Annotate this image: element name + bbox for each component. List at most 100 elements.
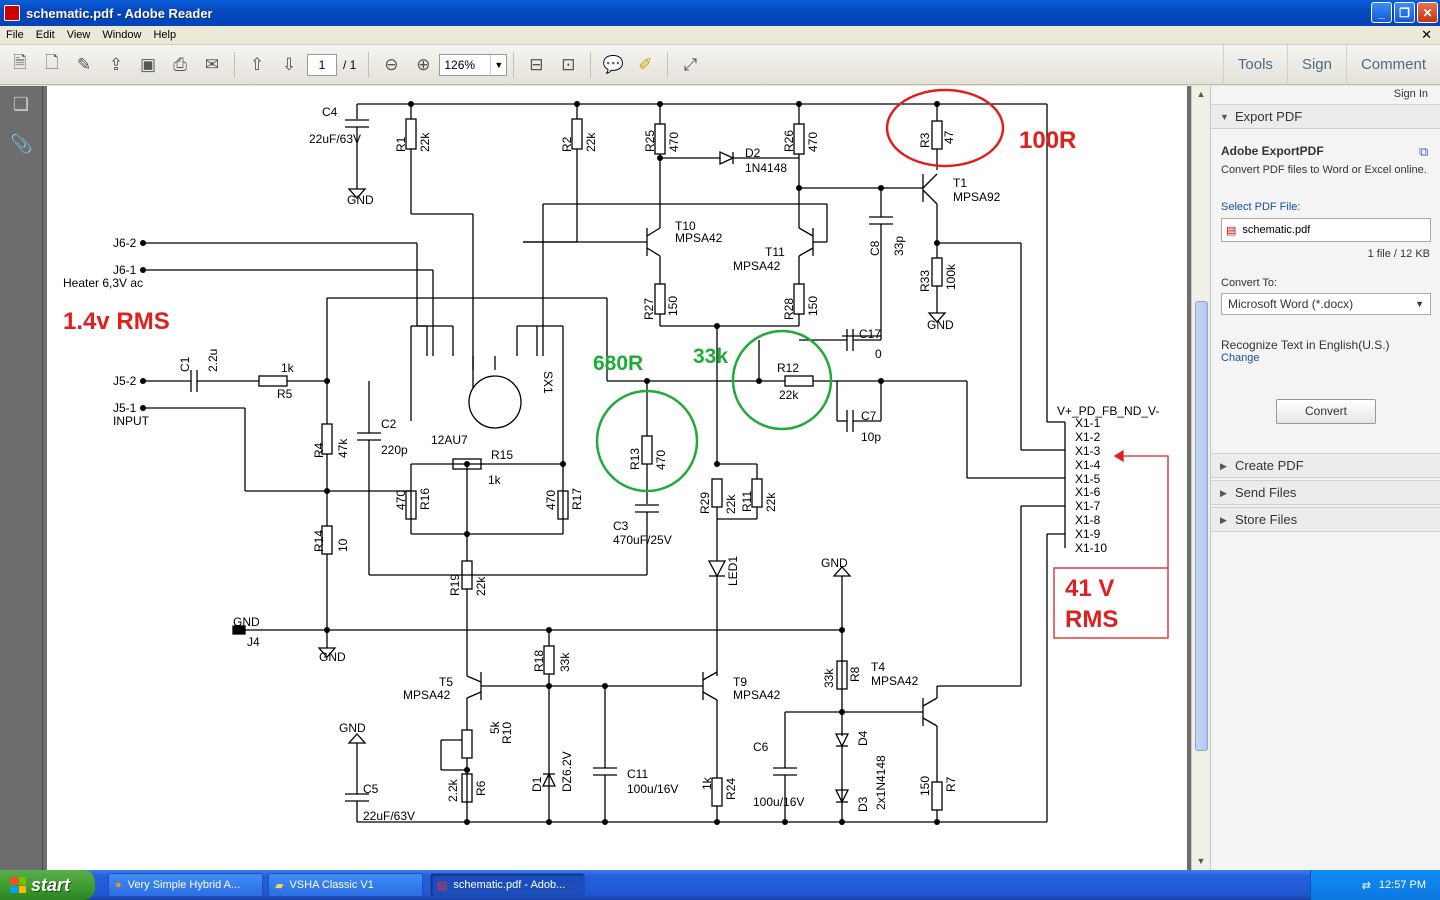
scroll-down-icon[interactable]: ▼ xyxy=(1196,856,1206,866)
change-language-link[interactable]: Change xyxy=(1221,352,1260,364)
store-files-header[interactable]: ▶ Store Files xyxy=(1211,507,1440,532)
label-c11: C11 xyxy=(627,767,648,781)
label-r10: R10 xyxy=(500,722,514,744)
close-document-icon[interactable]: ✕ xyxy=(1421,27,1432,42)
label-r5-value: 1k xyxy=(281,361,295,375)
label-r17-value: 470 xyxy=(544,490,558,510)
start-button[interactable]: start xyxy=(0,870,95,900)
store-files-title: Store Files xyxy=(1235,512,1298,527)
triangle-down-icon: ▼ xyxy=(1220,112,1229,122)
zoom-value: 126% xyxy=(444,57,476,72)
label-d2: D2 xyxy=(745,146,761,160)
network-icon[interactable]: ⇄ xyxy=(1361,879,1371,892)
tools-pane-button[interactable]: Tools xyxy=(1222,45,1287,85)
label-j6-1: J6-1 xyxy=(113,263,137,277)
label-gnd-j4: GND xyxy=(233,615,260,629)
label-t11-value: MPSA42 xyxy=(733,259,781,273)
maximize-button[interactable]: ❐ xyxy=(1394,2,1415,23)
close-button[interactable]: ✕ xyxy=(1417,2,1438,23)
attachments-icon[interactable]: 📎 xyxy=(10,134,33,154)
edit-pdf-icon[interactable]: ✎ xyxy=(76,54,92,74)
label-t4-value: MPSA42 xyxy=(871,674,919,688)
label-r28: R28 xyxy=(782,298,796,320)
zoom-in-icon[interactable]: ⊕ xyxy=(416,54,431,74)
label-r15-value: 1k xyxy=(488,473,502,487)
zoom-out-icon[interactable]: ⊖ xyxy=(384,54,399,74)
menu-file[interactable]: File xyxy=(6,29,24,41)
next-page-icon[interactable]: ⇩ xyxy=(281,54,297,74)
menu-window[interactable]: Window xyxy=(102,29,142,41)
clock[interactable]: 12:57 PM xyxy=(1378,879,1426,891)
file-name: schematic.pdf xyxy=(1242,224,1311,236)
label-c5: C5 xyxy=(363,782,379,796)
previous-page-icon[interactable]: ⇧ xyxy=(249,54,265,74)
label-j5-1: J5-1 xyxy=(113,401,137,415)
comment-icon[interactable]: 💬 xyxy=(602,54,624,74)
zoom-select[interactable]: 126% ▼ xyxy=(439,53,508,76)
label-d2-value: 1N4148 xyxy=(745,161,787,175)
taskbar-item-label: VSHA Classic V1 xyxy=(289,879,374,891)
taskbar-item-adobe-reader[interactable]: ▤ schematic.pdf - Adob... xyxy=(430,873,585,897)
export-info-icon[interactable]: ⧉ xyxy=(1419,144,1429,159)
scroll-thumb[interactable] xyxy=(1195,301,1208,751)
label-r1: R1 xyxy=(394,136,408,152)
page-thumbnails-icon[interactable]: ❏ xyxy=(12,94,30,114)
left-navigation-pane: ❏ 📎 xyxy=(0,86,43,870)
create-pdf-from-file-icon[interactable]: 🗋 xyxy=(45,53,59,72)
label-r25-value: 470 xyxy=(667,132,681,152)
export-pdf-header[interactable]: ▼ Export PDF xyxy=(1211,104,1440,129)
label-r7: R7 xyxy=(944,776,958,792)
label-r8-value: 33k xyxy=(822,668,836,688)
annotation-100r: 100R xyxy=(1019,127,1076,154)
sign-in-link[interactable]: Sign In xyxy=(1393,88,1428,100)
full-screen-icon[interactable]: ⤢ xyxy=(683,54,698,74)
scroll-up-icon[interactable]: ▲ xyxy=(1196,89,1206,99)
label-j4: J4 xyxy=(247,635,260,649)
print-icon[interactable]: ⎙ xyxy=(173,54,187,74)
label-c2-value: 220p xyxy=(381,443,408,457)
fit-width-icon[interactable]: ⊡ xyxy=(561,54,576,74)
menu-edit[interactable]: Edit xyxy=(35,29,55,41)
annotation-41v: 41 V xyxy=(1065,575,1114,602)
label-d3-value: 2x1N4148 xyxy=(874,755,888,810)
firefox-icon: ● xyxy=(115,879,122,891)
label-r1-value: 22k xyxy=(418,132,432,152)
taskbar-item-folder[interactable]: ▰ VSHA Classic V1 xyxy=(268,873,423,897)
annotation-1-4v-rms: 1.4v RMS xyxy=(63,308,170,335)
taskbar-item-label: Very Simple Hybrid A... xyxy=(127,879,241,891)
toolbar: 🗎 🗋 ✎ ⇪ ▣ ⎙ ✉ ⇧ ⇩ 1 / 1 ⊖ ⊕ 126% ▼ ⊟ ⊡ 💬… xyxy=(0,45,1440,85)
export-description: Convert PDF files to Word or Excel onlin… xyxy=(1221,164,1427,176)
label-c3-value: 470uF/25V xyxy=(613,533,672,547)
label-sx1: SX1 xyxy=(541,371,555,394)
label-r33: R33 xyxy=(918,270,932,292)
label-t10-value: MPSA42 xyxy=(675,231,723,245)
label-t4: T4 xyxy=(871,660,885,674)
email-icon[interactable]: ✉ xyxy=(204,54,220,74)
save-icon[interactable]: ▣ xyxy=(139,54,157,74)
page-number-input[interactable]: 1 xyxy=(307,53,337,76)
vertical-scrollbar[interactable]: ▲ ▼ xyxy=(1191,86,1210,870)
highlight-icon[interactable]: ✐ xyxy=(638,54,653,74)
taskbar-item-firefox[interactable]: ● Very Simple Hybrid A... xyxy=(108,873,263,897)
label-x1-4: X1-4 xyxy=(1075,458,1101,472)
menu-view[interactable]: View xyxy=(66,29,91,41)
menu-help[interactable]: Help xyxy=(153,29,177,41)
label-x1-10: X1-10 xyxy=(1075,541,1107,555)
label-c1-value: 2.2u xyxy=(206,349,220,372)
create-pdf-header[interactable]: ▶ Create PDF xyxy=(1211,453,1440,478)
label-r3-value: 47 xyxy=(942,130,956,144)
create-pdf-icon[interactable]: 🗎 xyxy=(13,53,27,72)
label-t9-value: MPSA42 xyxy=(733,688,781,702)
sign-pane-button[interactable]: Sign xyxy=(1286,45,1346,85)
send-files-header[interactable]: ▶ Send Files xyxy=(1211,480,1440,505)
minimize-button[interactable]: _ xyxy=(1371,2,1392,23)
upload-icon[interactable]: ⇪ xyxy=(108,54,124,74)
start-label: start xyxy=(31,874,71,895)
convert-button[interactable]: Convert xyxy=(1276,399,1376,424)
chevron-down-icon[interactable]: ▼ xyxy=(490,54,506,75)
convert-format-select[interactable]: Microsoft Word (*.docx) ▼ xyxy=(1221,293,1431,315)
comment-pane-button[interactable]: Comment xyxy=(1345,45,1440,85)
fit-page-icon[interactable]: ⊟ xyxy=(529,54,544,74)
selected-file-field[interactable]: ▤ schematic.pdf xyxy=(1221,218,1431,242)
label-gnd-5: GND xyxy=(339,721,366,735)
